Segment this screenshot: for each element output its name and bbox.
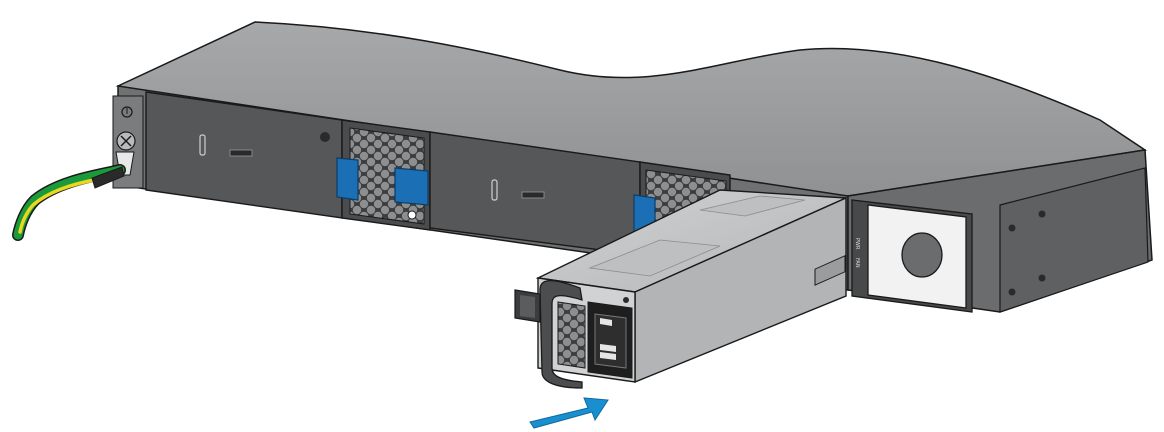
- cable-sleeve: [91, 166, 125, 189]
- insert-direction-arrow-icon: [529, 397, 609, 429]
- inlet-pin-1: [600, 318, 612, 326]
- side-screws: [1008, 210, 1046, 296]
- module-slot-1: [145, 91, 343, 219]
- empty-psu-slot: PWR FAN: [851, 199, 973, 313]
- status-led-2: [491, 179, 498, 201]
- fan-module-1: [336, 119, 431, 231]
- ground-symbol-icon: [121, 106, 133, 118]
- ground-cable: [12, 164, 126, 241]
- fan-latch-blue-2: [394, 167, 429, 206]
- psu-connector-tab: [814, 255, 846, 286]
- power-supply-module[interactable]: [514, 189, 847, 389]
- module-handle-2: [521, 191, 545, 199]
- fan-latch-blue: [336, 157, 359, 201]
- inlet-pin-2: [600, 344, 616, 352]
- psu-vent-grille: [557, 301, 586, 369]
- slot-marking-1: PWR: [854, 238, 860, 250]
- slot-marking-2: FAN: [854, 258, 860, 268]
- psu-led: [623, 297, 629, 303]
- chassis-top-surface: [115, 21, 1148, 197]
- psu-handle[interactable]: [539, 280, 583, 389]
- filler-panel-hole: [901, 232, 943, 278]
- inlet-pin-3: [600, 352, 616, 360]
- module-handle: [229, 149, 253, 157]
- chassis-side-ear: [999, 167, 1149, 313]
- status-led: [199, 134, 206, 156]
